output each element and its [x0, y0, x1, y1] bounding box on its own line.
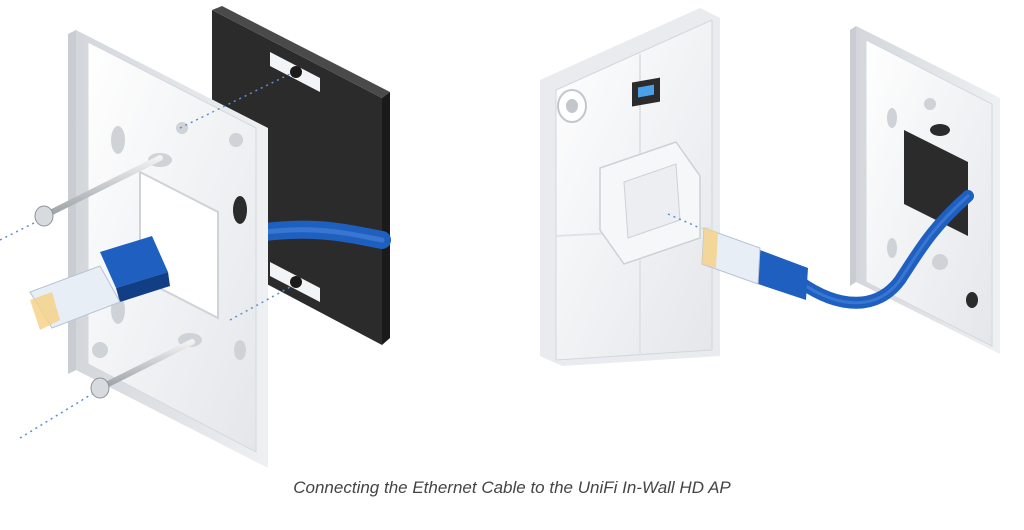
connection-illustration: [540, 8, 1000, 366]
mounting-screw: [34, 155, 195, 399]
rj45-connector-right: [701, 227, 808, 300]
wall-plate-right: [850, 26, 1000, 354]
installation-illustration: [0, 6, 1000, 468]
unifi-in-wall-hd-ap: [540, 8, 720, 366]
alignment-guide-lines: [0, 73, 293, 439]
mounting-illustration: [0, 6, 391, 468]
ethernet-port: [632, 77, 660, 107]
figure-caption: Connecting the Ethernet Cable to the Uni…: [293, 478, 731, 497]
rj45-connector: [29, 236, 170, 330]
